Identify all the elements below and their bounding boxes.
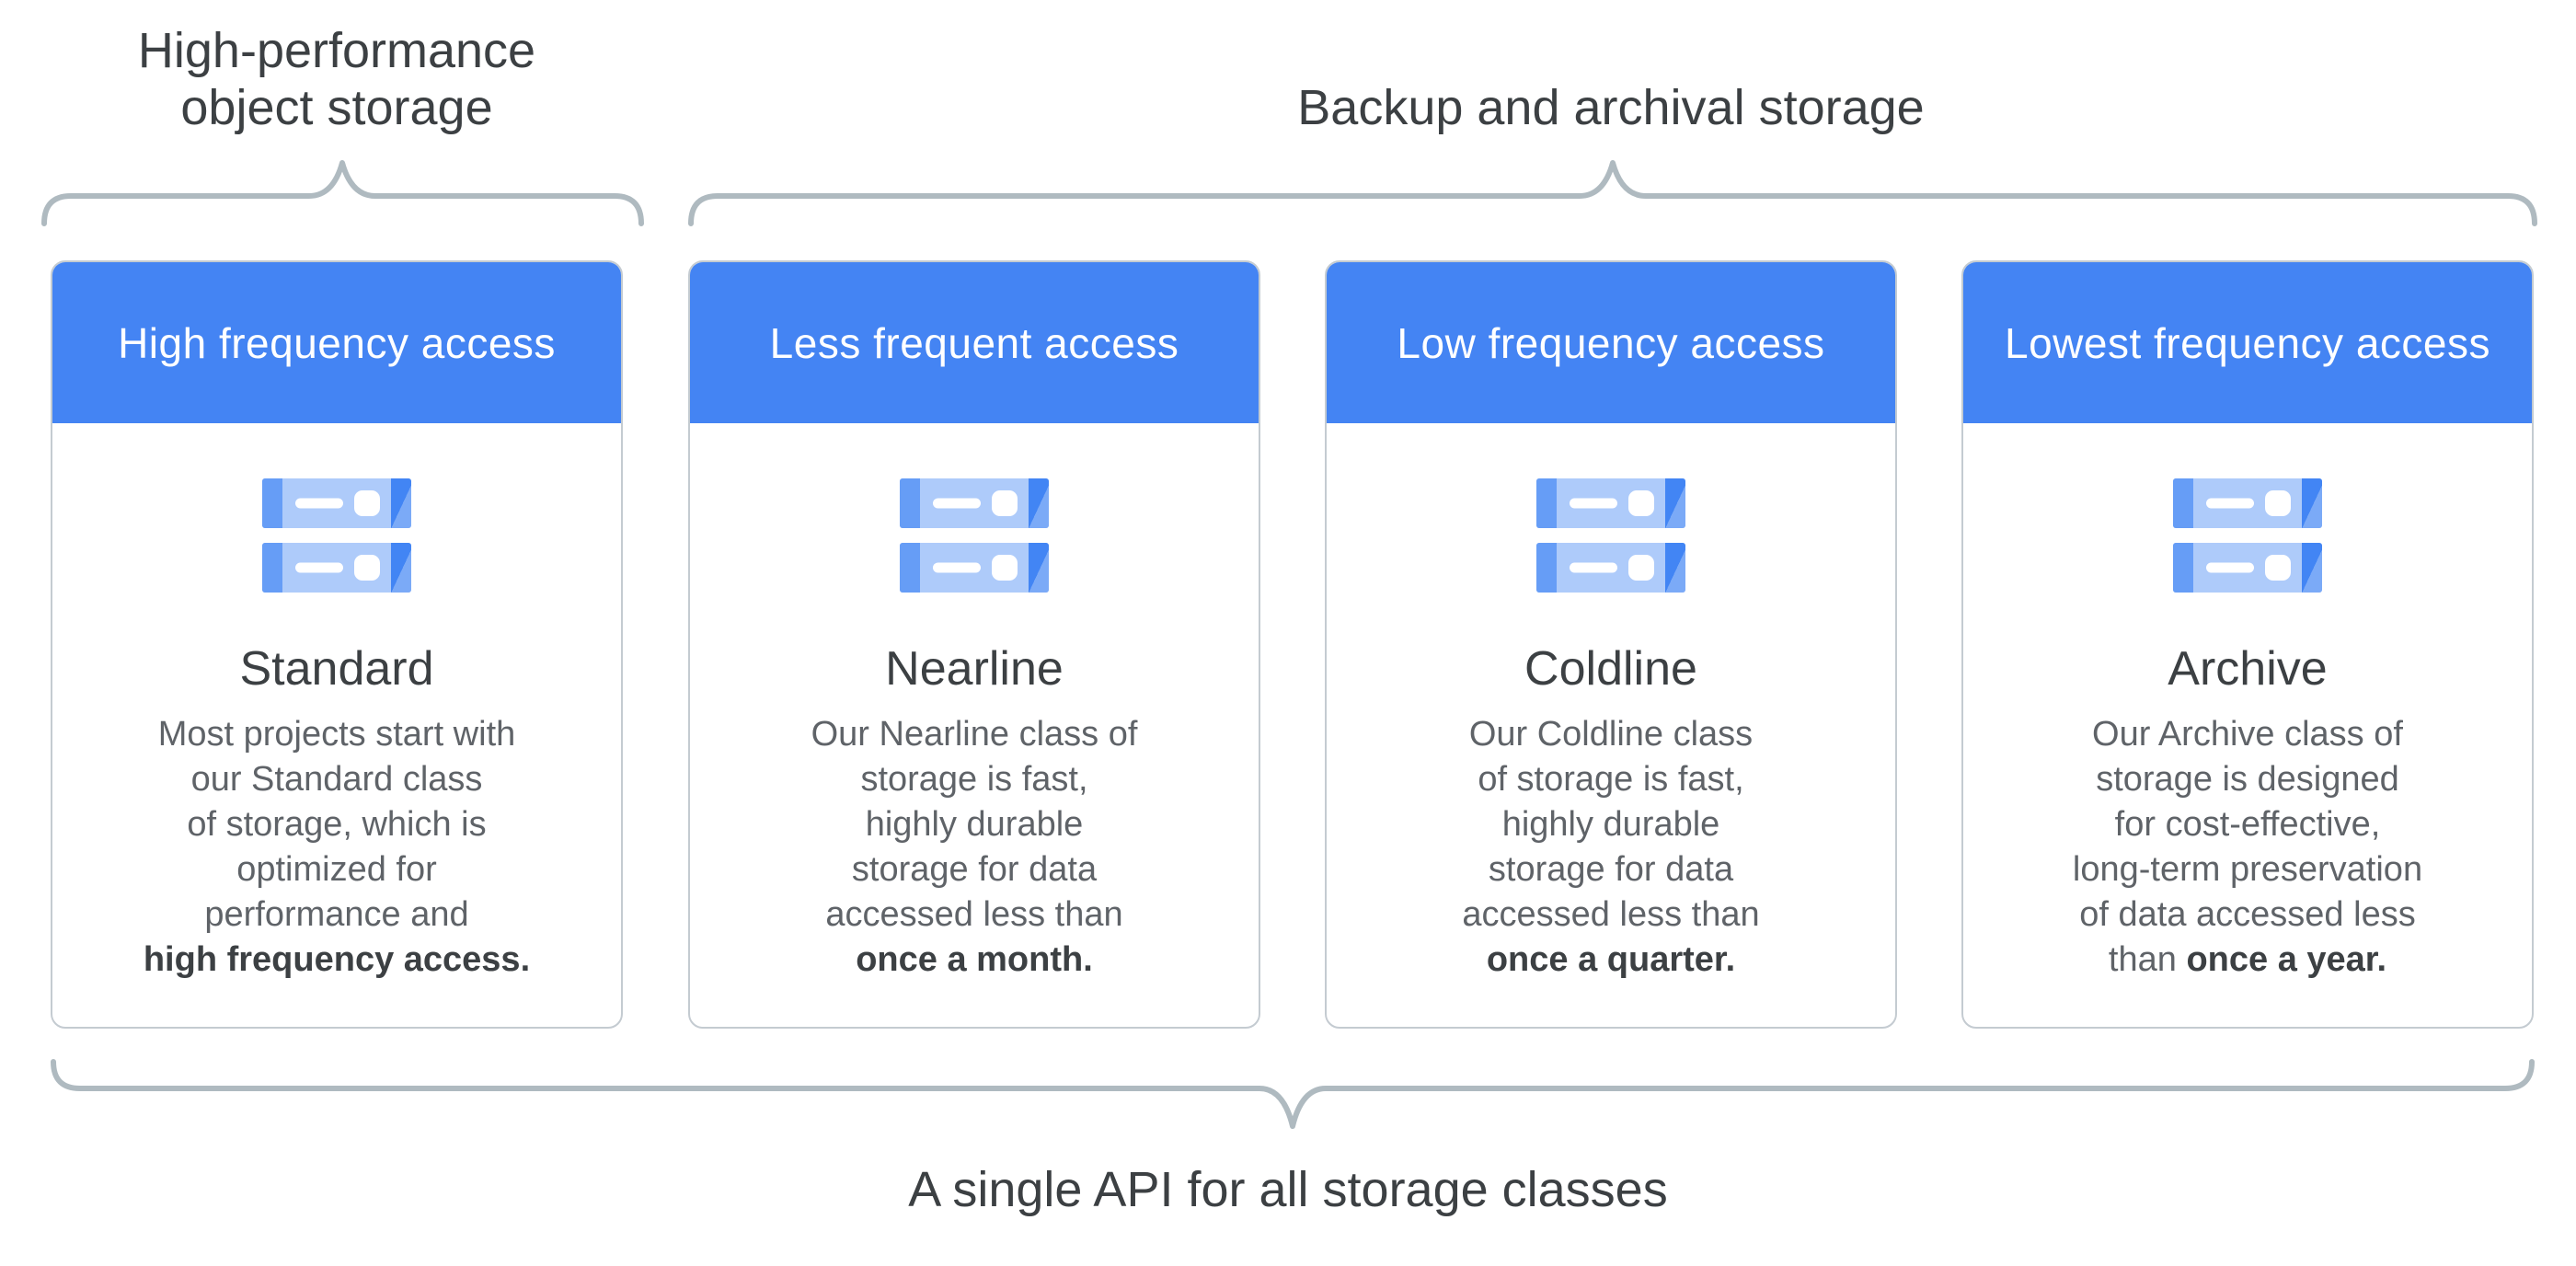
storage-class-card-nearline: Less frequent access Nearline Our Nearli… bbox=[688, 260, 1260, 1029]
curly-brace-up-icon bbox=[41, 160, 644, 226]
server-led-icon bbox=[354, 555, 380, 581]
storage-class-card-archive: Lowest frequency access Archive Our Arch… bbox=[1961, 260, 2534, 1029]
card-description-text: Our Archive class of storage is designed… bbox=[2072, 715, 2423, 979]
group-label-single-api: A single API for all storage classes bbox=[908, 1162, 1668, 1217]
card-header: Low frequency access bbox=[1327, 262, 1895, 423]
card-description-highlight: once a month. bbox=[856, 940, 1093, 979]
server-cap-icon bbox=[262, 478, 282, 528]
group-label-high-performance: High-performance object storage bbox=[137, 23, 536, 135]
server-led-icon bbox=[2265, 490, 2291, 516]
card-header-label: Less frequent access bbox=[769, 318, 1179, 367]
server-bar bbox=[900, 478, 1049, 528]
server-cap-icon bbox=[2302, 478, 2322, 528]
card-header-label: Lowest frequency access bbox=[2005, 318, 2490, 367]
storage-class-card-standard: High frequency access Standard Most proj… bbox=[51, 260, 623, 1029]
card-body: Archive Our Archive class of storage is … bbox=[1963, 423, 2532, 983]
card-description: Our Archive class of storage is designed… bbox=[2047, 712, 2448, 983]
server-bar bbox=[2173, 543, 2322, 593]
server-cap-icon bbox=[391, 543, 411, 593]
server-cap-icon bbox=[900, 478, 920, 528]
server-cap-icon bbox=[2302, 543, 2322, 593]
card-header-label: Low frequency access bbox=[1397, 318, 1825, 367]
card-description-text: Our Nearline class of storage is fast, h… bbox=[811, 715, 1138, 934]
server-dash-icon bbox=[295, 498, 343, 509]
group-label-backup-archival: Backup and archival storage bbox=[1297, 80, 1925, 135]
card-description-text: Most projects start with our Standard cl… bbox=[157, 715, 516, 934]
server-bar bbox=[262, 543, 411, 593]
card-title: Archive bbox=[2168, 642, 2328, 696]
server-bar bbox=[262, 478, 411, 528]
card-body: Nearline Our Nearline class of storage i… bbox=[690, 423, 1259, 983]
server-dash-icon bbox=[1570, 562, 1617, 573]
card-header-label: High frequency access bbox=[118, 318, 556, 367]
server-cap-icon bbox=[262, 543, 282, 593]
server-dash-icon bbox=[933, 498, 981, 509]
card-title: Coldline bbox=[1524, 642, 1697, 696]
server-led-icon bbox=[354, 490, 380, 516]
storage-servers-icon bbox=[2173, 478, 2322, 593]
curly-brace-down-icon bbox=[51, 1059, 2535, 1129]
card-description: Our Nearline class of storage is fast, h… bbox=[786, 712, 1164, 983]
server-cap-icon bbox=[1536, 543, 1557, 593]
server-led-icon bbox=[1628, 555, 1654, 581]
card-description: Most projects start with our Standard cl… bbox=[118, 712, 556, 983]
card-description-highlight: high frequency access. bbox=[143, 940, 531, 979]
server-cap-icon bbox=[1536, 478, 1557, 528]
server-dash-icon bbox=[933, 562, 981, 573]
server-cap-icon bbox=[1665, 478, 1685, 528]
card-title: Standard bbox=[239, 642, 434, 696]
card-title: Nearline bbox=[885, 642, 1064, 696]
server-cap-icon bbox=[2173, 543, 2193, 593]
storage-class-card-coldline: Low frequency access Coldline Our Coldli… bbox=[1325, 260, 1897, 1029]
server-led-icon bbox=[1628, 490, 1654, 516]
server-bar bbox=[1536, 478, 1685, 528]
curly-brace-up-icon bbox=[688, 160, 2537, 226]
server-dash-icon bbox=[2206, 562, 2254, 573]
card-description: Our Coldline class of storage is fast, h… bbox=[1436, 712, 1785, 983]
server-bar bbox=[2173, 478, 2322, 528]
card-description-text: Our Coldline class of storage is fast, h… bbox=[1462, 715, 1760, 934]
server-dash-icon bbox=[295, 562, 343, 573]
server-cap-icon bbox=[900, 543, 920, 593]
storage-servers-icon bbox=[1536, 478, 1685, 593]
card-header: Lowest frequency access bbox=[1963, 262, 2532, 423]
card-header: High frequency access bbox=[52, 262, 621, 423]
server-cap-icon bbox=[2173, 478, 2193, 528]
server-led-icon bbox=[2265, 555, 2291, 581]
server-led-icon bbox=[992, 490, 1018, 516]
card-header: Less frequent access bbox=[690, 262, 1259, 423]
server-dash-icon bbox=[1570, 498, 1617, 509]
card-description-highlight: once a quarter. bbox=[1486, 940, 1736, 979]
server-bar bbox=[900, 543, 1049, 593]
server-cap-icon bbox=[391, 478, 411, 528]
server-dash-icon bbox=[2206, 498, 2254, 509]
card-body: Coldline Our Coldline class of storage i… bbox=[1327, 423, 1895, 983]
server-cap-icon bbox=[1029, 478, 1049, 528]
storage-servers-icon bbox=[900, 478, 1049, 593]
server-bar bbox=[1536, 543, 1685, 593]
server-cap-icon bbox=[1665, 543, 1685, 593]
card-body: Standard Most projects start with our St… bbox=[52, 423, 621, 983]
storage-servers-icon bbox=[262, 478, 411, 593]
server-cap-icon bbox=[1029, 543, 1049, 593]
card-description-highlight: once a year. bbox=[2186, 940, 2387, 979]
server-led-icon bbox=[992, 555, 1018, 581]
